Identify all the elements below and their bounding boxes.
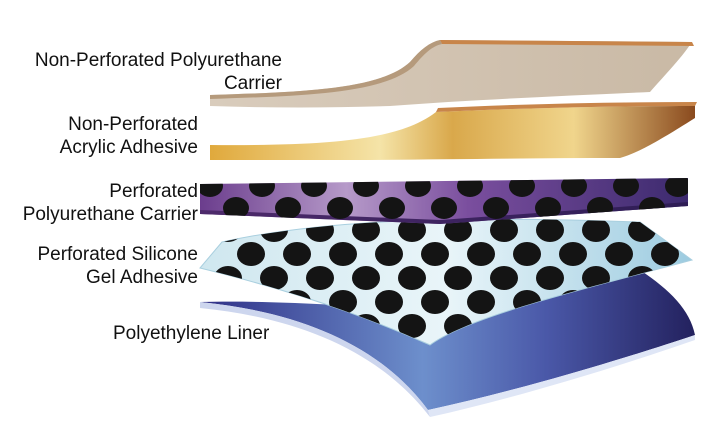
perforation-hole <box>398 314 426 338</box>
label-polyethylene-liner: Polyethylene Liner <box>113 322 293 345</box>
perforation-hole <box>352 266 380 290</box>
perforation-hole <box>467 242 495 266</box>
label-perforated-silicone-gel-adhesive: Perforated Silicone Gel Adhesive <box>18 243 198 289</box>
label-line: Carrier <box>223 73 282 94</box>
label-non-perforated-acrylic-adhesive: Non-Perforated Acrylic Adhesive <box>30 113 198 159</box>
perforation-hole <box>421 290 449 314</box>
perforation-hole <box>509 178 535 197</box>
perforation-hole <box>398 266 426 290</box>
perforation-hole <box>467 290 495 314</box>
label-line: Perforated Silicone <box>37 244 198 265</box>
perforation-hole <box>260 219 288 242</box>
perforation-hole <box>379 197 405 219</box>
perforation-hole <box>375 242 403 266</box>
label-perforated-polyurethane-carrier: Perforated Polyurethane Carrier <box>8 180 198 226</box>
polyethylene-liner-shape <box>200 270 695 417</box>
label-line: Acrylic Adhesive <box>59 137 198 158</box>
perforation-hole <box>613 178 639 197</box>
perforation-hole <box>353 178 379 197</box>
label-line: Polyurethane Carrier <box>22 204 198 225</box>
perforation-hole <box>301 178 327 197</box>
perforation-hole <box>260 266 288 290</box>
label-line: Perforated <box>109 181 198 202</box>
perforation-hole <box>249 178 275 197</box>
perforated-polyurethane-carrier-shape <box>200 178 688 224</box>
perforation-hole <box>223 197 249 219</box>
perforation-hole <box>275 197 301 219</box>
perforation-hole <box>329 242 357 266</box>
perforation-hole <box>651 242 679 266</box>
perforation-hole <box>306 266 334 290</box>
perforation-hole <box>431 197 457 219</box>
non-perforated-acrylic-adhesive-shape <box>210 102 697 160</box>
label-line: Non-Perforated <box>68 114 198 135</box>
perforation-hole <box>421 242 449 266</box>
perforation-hole <box>535 197 561 219</box>
perforation-hole <box>398 219 426 242</box>
perforation-hole <box>639 197 665 219</box>
perforation-hole <box>513 242 541 266</box>
perforation-hole <box>352 219 380 242</box>
perforation-hole <box>444 266 472 290</box>
perforation-hole <box>536 219 564 242</box>
label-line: Polyethylene Liner <box>113 323 270 344</box>
perforation-hole <box>444 219 472 242</box>
perforation-hole <box>327 197 353 219</box>
perforation-hole <box>375 290 403 314</box>
perforation-hole <box>457 178 483 197</box>
perforation-hole <box>674 266 692 290</box>
perforation-hole <box>559 242 587 266</box>
perforation-hole <box>200 178 223 197</box>
perforation-hole <box>605 242 633 266</box>
perforation-hole <box>405 178 431 197</box>
label-line: Gel Adhesive <box>86 267 198 288</box>
perforation-hole <box>536 266 564 290</box>
perforation-hole <box>587 197 613 219</box>
perforation-hole <box>561 178 587 197</box>
perforation-hole <box>237 242 265 266</box>
non-perforated-polyurethane-carrier-shape <box>210 40 694 108</box>
label-line: Non-Perforated Polyurethane <box>34 50 282 71</box>
label-non-perforated-polyurethane-carrier: Non-Perforated Polyurethane Carrier <box>22 49 282 95</box>
perforation-hole <box>490 266 518 290</box>
perforation-hole <box>306 219 334 242</box>
perforation-hole <box>674 219 692 242</box>
perforation-hole <box>582 219 610 242</box>
perforation-hole <box>483 197 509 219</box>
perforation-hole <box>283 242 311 266</box>
perforation-hole <box>665 178 688 197</box>
perforation-hole <box>490 219 518 242</box>
